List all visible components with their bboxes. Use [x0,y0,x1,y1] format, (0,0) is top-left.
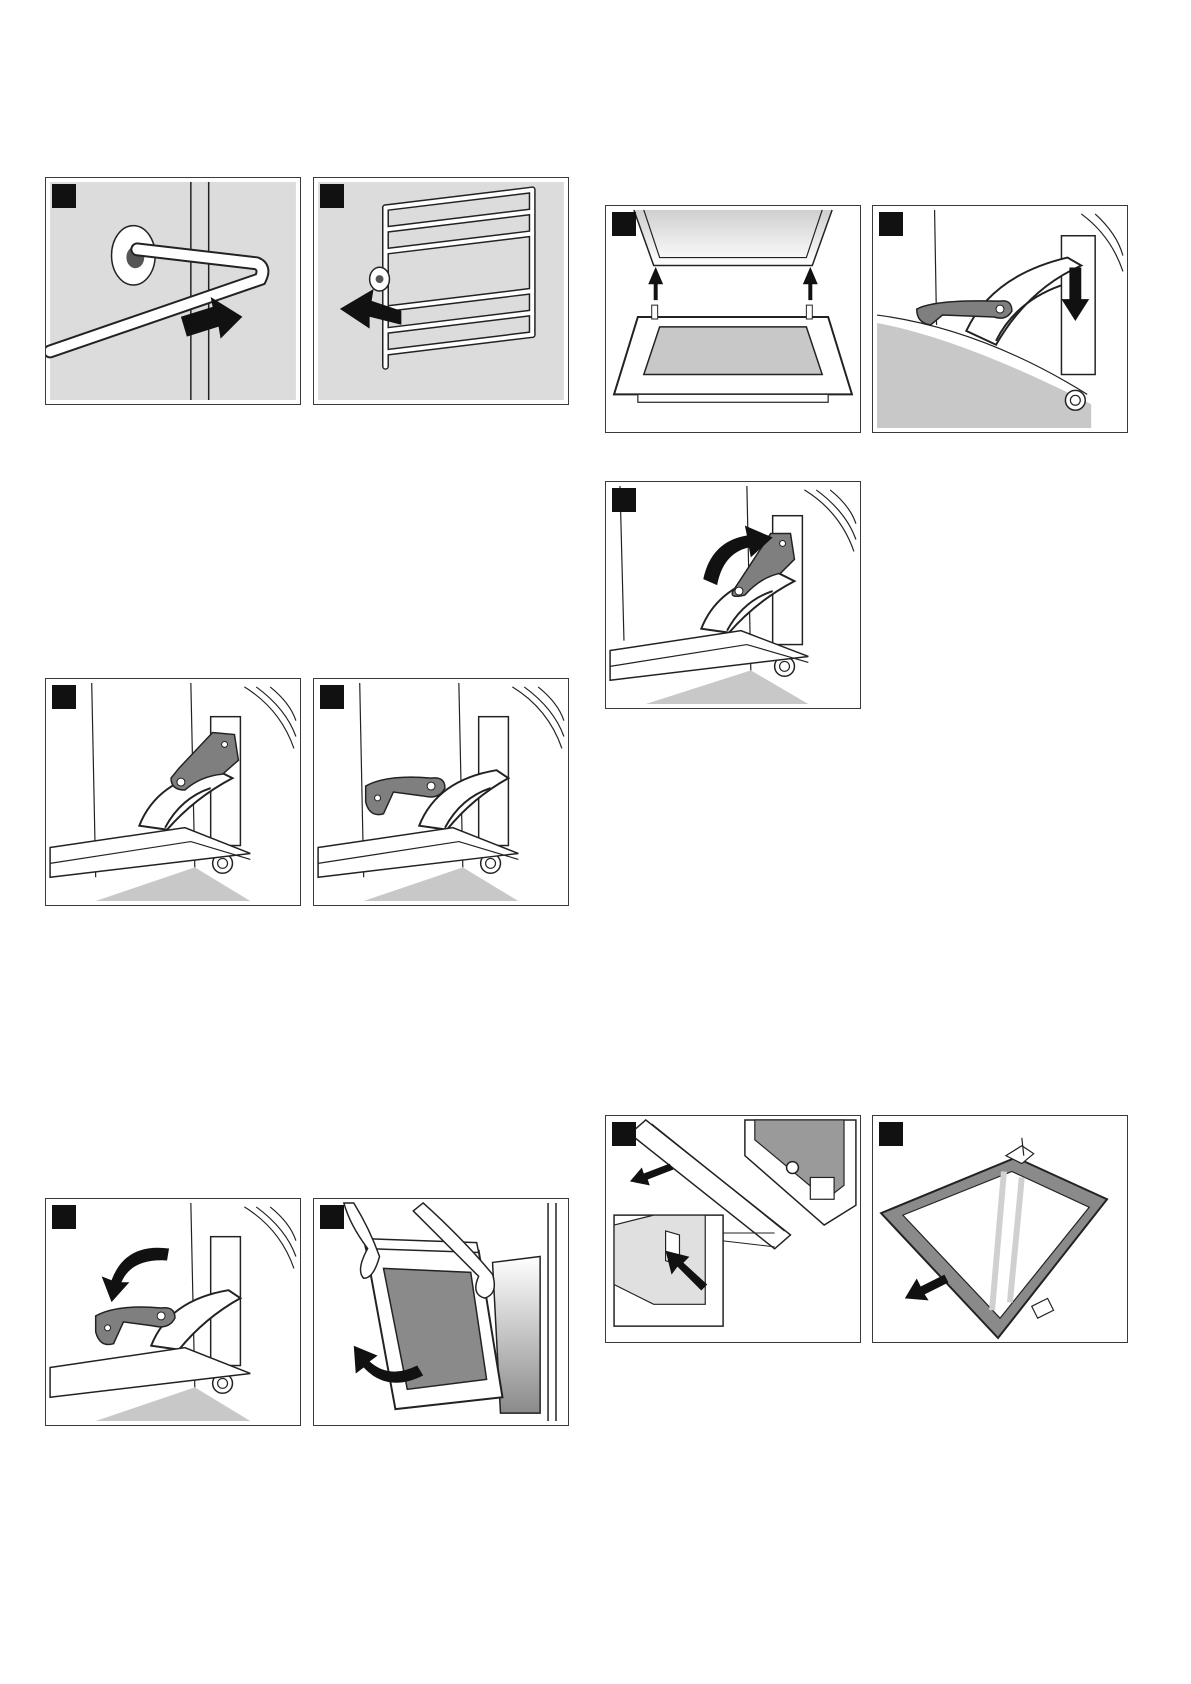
door-insert-illustration [606,206,860,432]
step-badge [320,1205,344,1229]
step-badge [612,212,636,236]
cover-strip-illustration [606,1116,860,1342]
illustration-panel-door-lift [313,1198,569,1426]
illustration-panel-door-insert [605,205,861,433]
step-badge [879,212,903,236]
step-badge [879,1122,903,1146]
step-badge [320,685,344,709]
illustration-panel-rail-hook [45,177,301,405]
illustration-panel-hinge-rotate-down [45,1198,301,1426]
step-badge [320,184,344,208]
rail-hook-illustration [46,178,300,404]
illustration-panel-hinge-open [313,678,569,906]
illustration-panel-hinge-rotate-up [605,481,861,709]
hinge-rotate-up-illustration [606,482,860,708]
step-badge [52,1205,76,1229]
hinge-push-illustration [873,206,1127,432]
shelf-rack-illustration [314,178,568,404]
illustration-panel-glass-remove [872,1115,1128,1343]
hinge-closed-illustration [46,679,300,905]
step-badge [612,1122,636,1146]
illustration-panel-cover-strip [605,1115,861,1343]
hinge-rotate-down-illustration [46,1199,300,1425]
illustration-panel-hinge-closed [45,678,301,906]
illustration-panel-hinge-push [872,205,1128,433]
step-badge [52,184,76,208]
glass-remove-illustration [873,1116,1127,1342]
door-lift-illustration [314,1199,568,1425]
step-badge [52,685,76,709]
illustration-panel-shelf-rack [313,177,569,405]
hinge-open-illustration [314,679,568,905]
step-badge [612,488,636,512]
